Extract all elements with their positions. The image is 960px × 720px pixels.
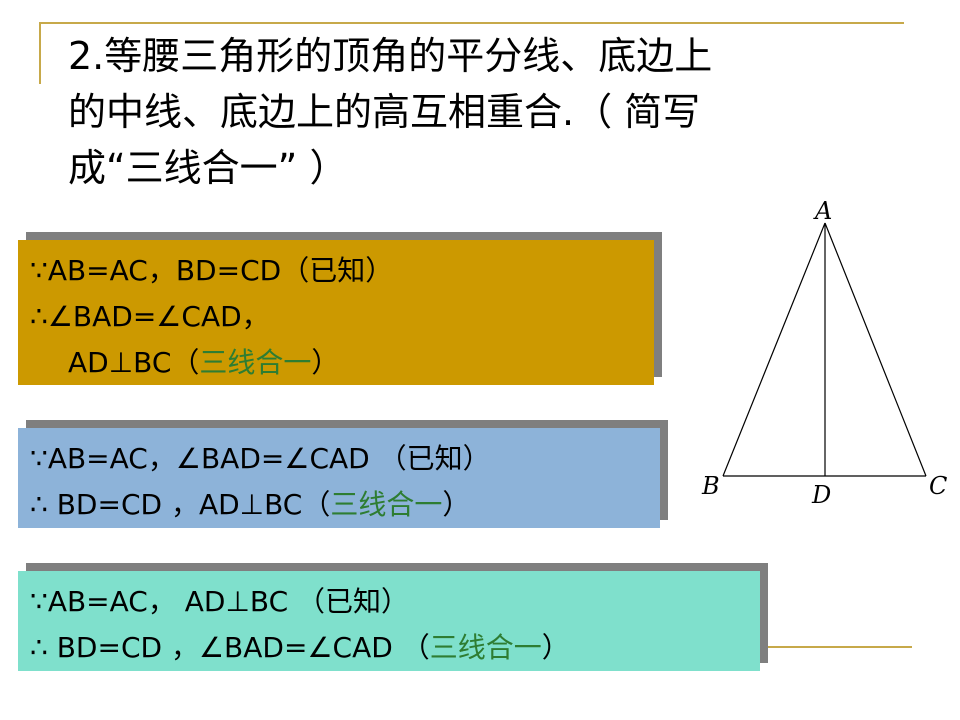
label-b: B [701,472,720,500]
label-d: D [811,481,831,509]
box1-line-3: AD⊥BC（三线合一） [30,340,642,386]
box2-line-2-close: ） [442,488,471,521]
box1-three-lines-note: 三线合一 [199,346,312,379]
box2-line-2-text: ∴ BD=CD ，AD⊥BC（ [30,488,331,521]
box2-three-lines-note: 三线合一 [330,488,443,521]
box3-line-2: ∴ BD=CD ，∠BAD=∠CAD （三线合一） [30,625,748,671]
box3-line-2-close: ） [541,631,570,664]
box3-line-1: ∵AB=AC， AD⊥BC （已知） [30,585,410,618]
title-line-3: 成“三线合一” ） [68,146,348,190]
box2-line-2: ∴ BD=CD ，AD⊥BC（三线合一） [30,482,648,528]
box3-line-2-text: ∴ BD=CD ，∠BAD=∠CAD （ [30,631,430,664]
top-decorative-line [39,22,904,24]
proof-box-1: ∵AB=AC，BD=CD（已知） ∴∠BAD=∠CAD， AD⊥BC（三线合一） [18,240,654,385]
slide-title: 2.等腰三角形的顶角的平分线、底边上 的中线、底边上的高互相重合.（ 简写 成“… [68,28,908,196]
proof-box-3: ∵AB=AC， AD⊥BC （已知） ∴ BD=CD ，∠BAD=∠CAD （三… [18,571,760,671]
side-ac [824,222,927,477]
title-line-2: 的中线、底边上的高互相重合.（ 简写 [68,90,701,134]
label-a: A [813,197,832,225]
side-ab [722,222,826,477]
box2-line-1: ∵AB=AC，∠BAD=∠CAD （已知） [30,442,491,475]
title-line-1: 2.等腰三角形的顶角的平分线、底边上 [68,34,713,78]
box1-line-3-text: AD⊥BC（ [68,346,200,379]
proof-box-2: ∵AB=AC，∠BAD=∠CAD （已知） ∴ BD=CD ，AD⊥BC（三线合… [18,428,660,528]
box3-three-lines-note: 三线合一 [429,631,542,664]
left-decorative-line [39,22,41,84]
label-c: C [929,472,947,500]
bottom-decorative-line [760,646,912,648]
triangle-diagram: A B C D [690,195,960,529]
box1-line-3-close: ） [311,346,340,379]
box1-line-2: ∴∠BAD=∠CAD， [30,300,270,333]
box1-line-1: ∵AB=AC，BD=CD（已知） [30,254,394,287]
